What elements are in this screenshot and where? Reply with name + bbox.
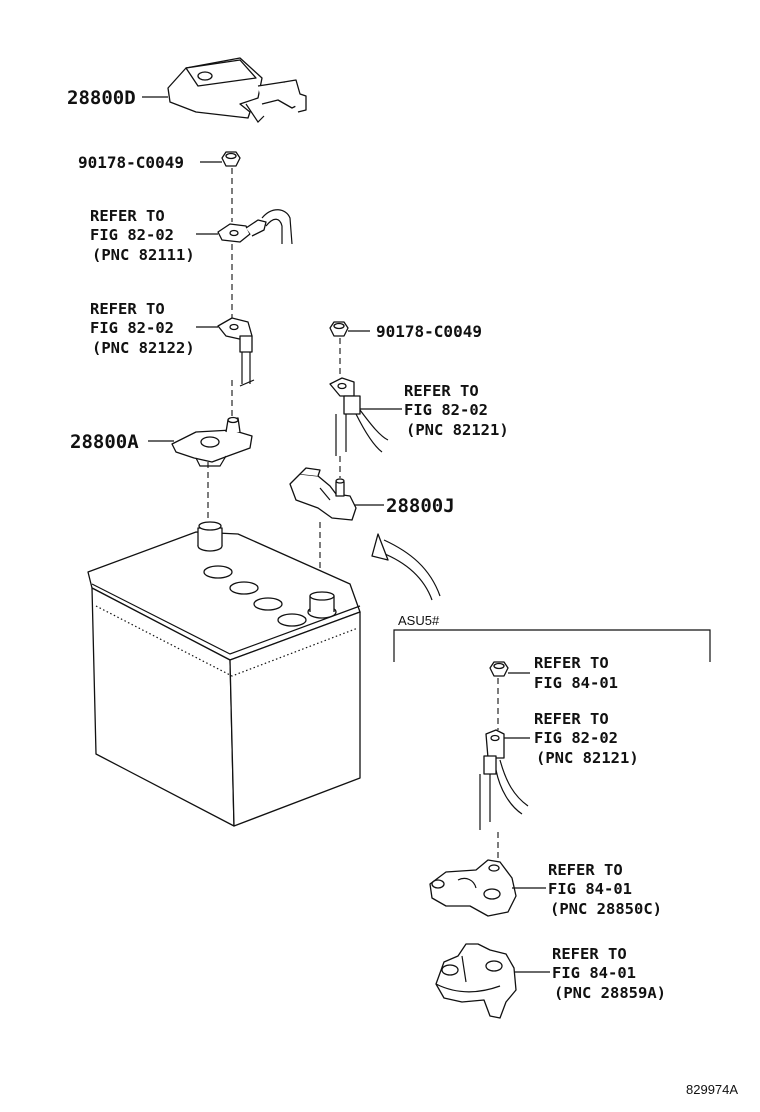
ref3-line3: (PNC 82121) — [406, 421, 509, 439]
nut-right-part-number: 90178-C0049 — [376, 322, 482, 341]
hex-nut-icon — [489, 661, 509, 677]
variant-label: ASU5# — [398, 613, 440, 628]
battery-clamp-icon — [429, 859, 517, 917]
ref1-line2: FIG 82-02 — [90, 226, 174, 244]
cable-terminal-icon — [479, 729, 529, 830]
cable-terminal-icon — [217, 209, 293, 245]
nut-top-part-number: 90178-C0049 — [78, 153, 184, 172]
ref3-line2: FIG 82-02 — [404, 401, 488, 419]
hex-nut-icon — [329, 321, 349, 337]
cable-terminal-icon — [217, 317, 255, 387]
ref2-line2: FIG 82-02 — [90, 319, 174, 337]
arrow-icon — [371, 533, 441, 601]
clamp-a-part-number: 28800A — [70, 431, 139, 453]
ref4-line1: REFER TO — [534, 654, 609, 672]
cover-part-number: 28800D — [67, 87, 136, 109]
ref4-line2: FIG 84-01 — [534, 674, 618, 692]
ref5-line3: (PNC 82121) — [536, 749, 639, 767]
ref6-line3: (PNC 28850C) — [550, 900, 662, 918]
cable-terminal-icon — [329, 377, 389, 456]
ref6-line2: FIG 84-01 — [548, 880, 632, 898]
battery-clamp-icon — [435, 943, 517, 1019]
ref3-line1: REFER TO — [404, 382, 479, 400]
ref2-line3: (PNC 82122) — [92, 339, 195, 357]
ref1-line1: REFER TO — [90, 207, 165, 225]
ref6-line1: REFER TO — [548, 861, 623, 879]
hex-nut-icon — [221, 151, 241, 167]
ref7-line1: REFER TO — [552, 945, 627, 963]
clamp-j-part-number: 28800J — [386, 495, 455, 517]
ref7-line2: FIG 84-01 — [552, 964, 636, 982]
battery-cover-icon — [167, 57, 307, 123]
ref2-line1: REFER TO — [90, 300, 165, 318]
ref1-line3: (PNC 82111) — [92, 246, 195, 264]
battery-clamp-icon — [289, 467, 357, 521]
ref5-line2: FIG 82-02 — [534, 729, 618, 747]
battery-clamp-icon — [171, 416, 253, 467]
ref5-line1: REFER TO — [534, 710, 609, 728]
ref7-line3: (PNC 28859A) — [554, 984, 666, 1002]
battery-icon — [87, 521, 361, 827]
figure-id: 829974A — [686, 1082, 738, 1097]
variant-bracket — [393, 629, 711, 662]
